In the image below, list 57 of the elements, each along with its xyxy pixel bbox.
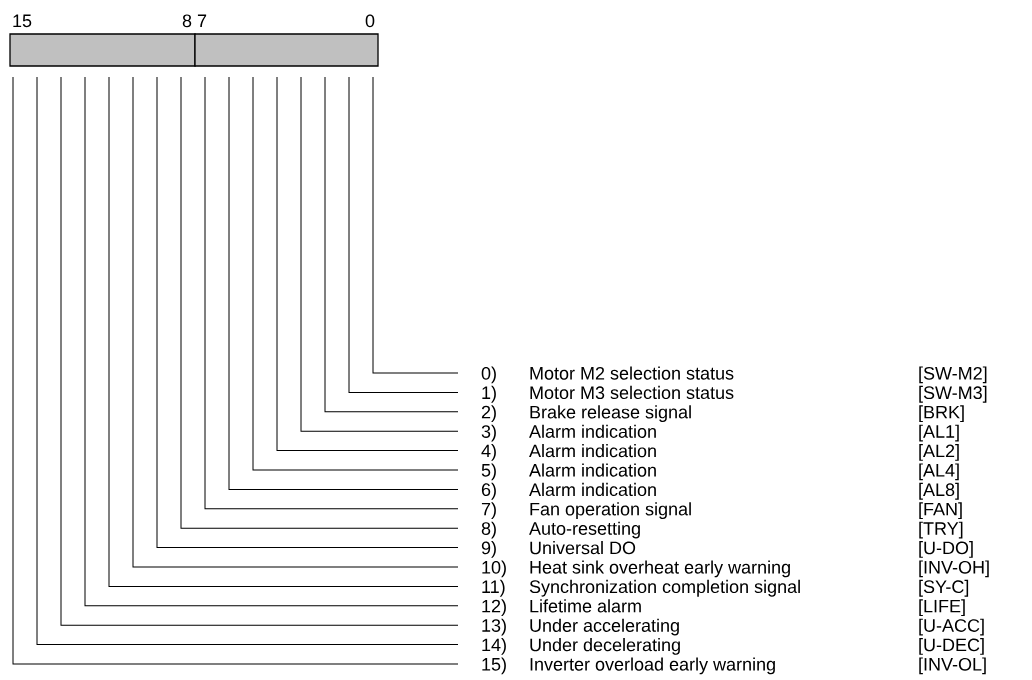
bit-index: 6) [481,482,496,500]
signal-code: [AL4] [919,463,959,481]
bit-index: 3) [481,424,496,442]
signal-code: [BRK] [919,405,964,423]
signal-code: [INV-OH] [919,560,989,578]
bit-description: Universal DO [530,541,636,555]
signal-code: [U-ACC] [919,618,984,636]
bit-description: Lifetime alarm [530,599,641,613]
bit-number: 15 [13,14,32,28]
bit-description: Under accelerating [530,618,679,636]
signal-code: [SW-M3] [919,385,987,403]
signal-code: [SY-C] [919,579,969,597]
leader-line [372,76,459,374]
bit-index: 14) [482,638,506,655]
signal-code: [SW-M2] [919,366,987,384]
bit-index: 12) [482,599,506,617]
bit-description: Alarm indication [529,463,656,477]
leader-line [276,76,459,452]
leader-line [324,76,459,413]
bit-index: 9) [481,541,496,558]
signal-code: [AL8] [919,482,959,500]
leader-line [300,76,459,432]
bit-description: Motor M3 selection status [530,385,734,400]
signal-code: [FAN] [919,502,962,520]
bit-index: 5) [481,463,496,481]
bit-index: 10) [482,560,506,578]
signal-code: [LIFE] [919,599,965,617]
signal-code: [TRY] [919,521,963,539]
bit-index: 8) [481,521,496,539]
bit-description: Alarm indication [529,444,656,458]
bit-description: Inverter overload early warning [530,657,775,675]
bit-index: 0) [481,366,496,384]
signal-code: [AL1] [919,424,959,442]
bit-description: Auto-resetting [529,521,640,539]
bit-index: 7) [481,502,496,520]
bit-description: Brake release signal [530,405,691,423]
bit-index: 13) [482,618,506,636]
bit-description: Heat sink overheat early warning [530,560,790,578]
bit-index: 4) [481,444,496,461]
bit-index: 15) [482,657,506,675]
signal-code: [AL2] [919,444,959,461]
bit-index: 1) [482,385,496,403]
bit-description: Motor M2 selection status [530,366,734,380]
bit-number: 0 [365,14,375,28]
leader-line [348,76,459,393]
bit-index: 2) [481,405,496,423]
bit-description: Alarm indication [529,424,656,438]
bit-number: 8 [182,14,192,28]
signal-code: [U-DO] [919,541,973,558]
signal-code: [U-DEC] [919,638,984,655]
signal-code: [INV-OL] [919,657,986,675]
bit-number: 7 [197,14,207,27]
bit-description: Fan operation signal [530,502,691,520]
bit-description: Under decelerating [530,638,680,655]
bit-index: 11) [482,579,505,597]
bit-description: Alarm indication [529,482,656,497]
bit-description: Synchronization completion signal [529,579,800,597]
